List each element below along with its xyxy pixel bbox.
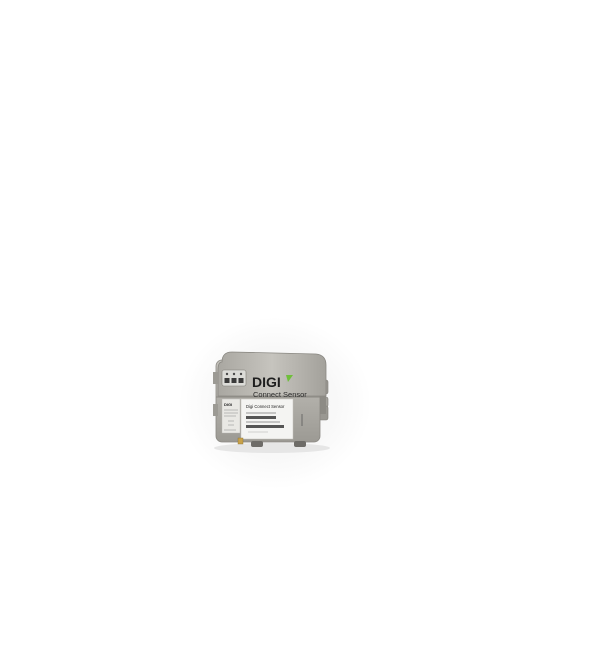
label-title: Digi Connect Sensor <box>246 404 285 409</box>
left-clip-icon <box>213 372 218 384</box>
device-shadow <box>214 443 330 453</box>
side-sticker: DIGI <box>221 398 241 434</box>
connector-icon <box>237 437 244 445</box>
barcode-icon <box>246 425 284 428</box>
model-name: Connect Sensor <box>253 390 307 399</box>
left-clip-icon <box>213 404 218 416</box>
led-panel-icon <box>221 369 247 387</box>
product-label: Digi Connect Sensor <box>240 398 294 440</box>
brand-accent-icon <box>286 375 293 382</box>
gland-icon <box>251 441 306 447</box>
barcode-icon <box>246 416 276 419</box>
brand-logo: DIGI <box>252 374 281 390</box>
side-logo: DIGI <box>224 402 232 407</box>
